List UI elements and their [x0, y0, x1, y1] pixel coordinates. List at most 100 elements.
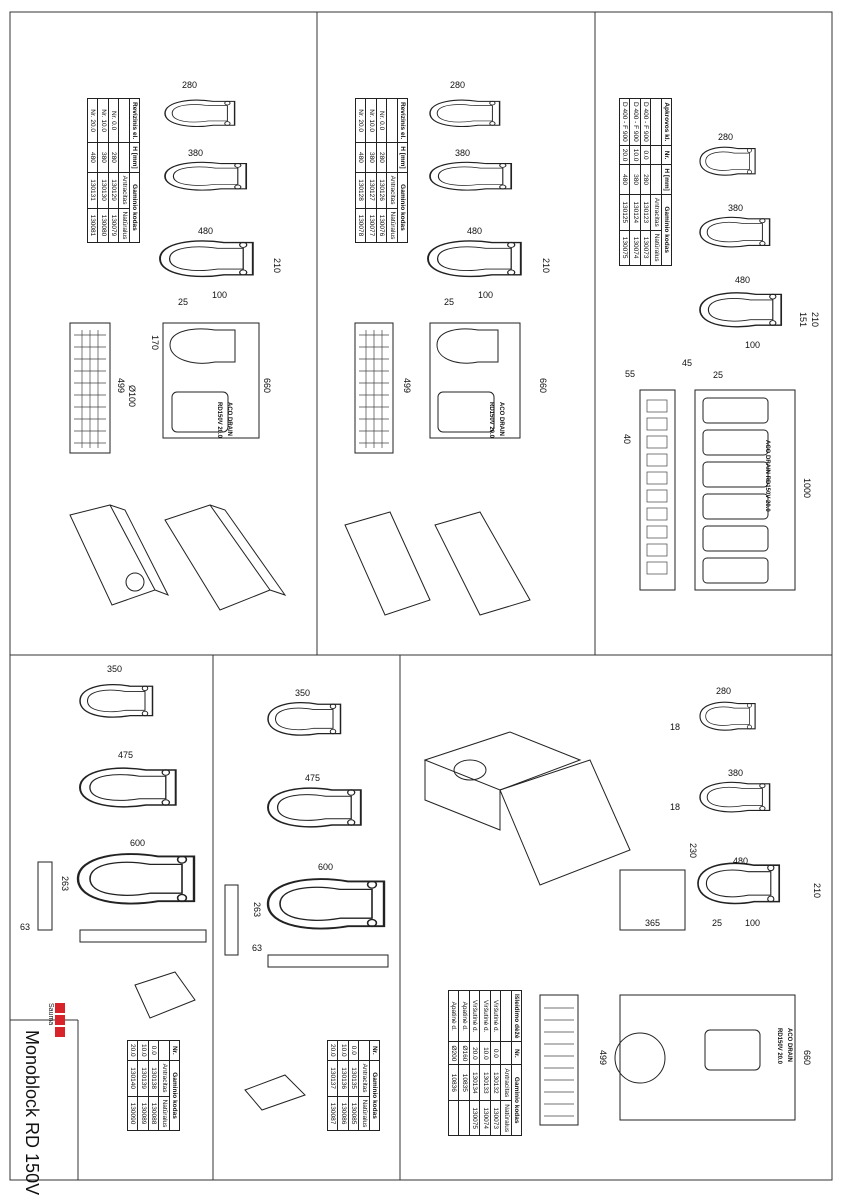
stamp-text: RD150V 20.0 — [216, 402, 222, 439]
table-cell: 130139 — [137, 1060, 149, 1097]
col-header: Nr. — [511, 1041, 522, 1065]
panel-bm-side — [224, 884, 389, 1111]
dim-label: 380 — [728, 203, 744, 213]
panel-br-spec-table: Išleidimo dėžė Nr. Gaminio kodas Antraci… — [448, 990, 522, 1136]
col-header: Gaminio kodas — [129, 172, 140, 243]
dim-label: 380 — [188, 148, 204, 158]
dim-label: Ø100 — [127, 385, 137, 408]
table-row: Viršutinė d. 20.0 130134 130075 — [469, 990, 480, 1136]
table-cell: 130073 — [490, 1100, 501, 1136]
table-cell: 130074 — [629, 230, 641, 266]
stamp-text: ACO DRAIN — [498, 402, 504, 436]
table-cell: 10.0 — [479, 1041, 491, 1065]
col-header: Gaminio kodas — [369, 1060, 380, 1131]
stamp-text: ACO DRAIN — [226, 402, 232, 436]
table-cell: 130125 — [619, 194, 630, 231]
panel-br-channel — [539, 994, 796, 1126]
dim-label: 151 — [798, 312, 808, 328]
dim-label: 210 — [541, 258, 551, 274]
table-cell: 20.0 — [469, 1041, 480, 1065]
table-row: 20.0 130137 130087 — [327, 1040, 338, 1131]
sub-header: Natūralus — [650, 230, 662, 266]
table-cell: 10.0 — [137, 1040, 149, 1061]
sub-header: Antracitas — [386, 172, 398, 209]
table-cell: 130074 — [479, 1100, 491, 1136]
col-header: H [mm] — [661, 164, 672, 195]
dim-label: 25 — [713, 370, 724, 380]
dim-label: 280 — [716, 686, 732, 696]
col-header: Revizinis el. — [129, 98, 140, 143]
dim-label: 63 — [252, 943, 263, 953]
table-cell: 130128 — [355, 172, 366, 209]
sub-header: Natūralus — [158, 1096, 170, 1131]
panel-tm-iso — [344, 511, 531, 616]
table-cell: 0.0 — [640, 145, 651, 165]
table-cell: 130134 — [469, 1064, 480, 1101]
col-header: Gaminio kodas — [397, 172, 408, 243]
table-cell: 20.0 — [619, 145, 630, 165]
table-cell: D 400 - F 900 — [629, 98, 641, 146]
table-cell: Nr. 20.0 — [355, 98, 366, 143]
dim-label: 100 — [745, 918, 761, 928]
dim-label: 380 — [455, 148, 471, 158]
dim-label: 480 — [735, 275, 751, 285]
table-cell — [458, 1100, 470, 1136]
sub-header: Antracitas — [158, 1060, 170, 1097]
panel-tl-spec-table: Revizinis el. H [mm] Gaminio kodas Antra… — [87, 98, 140, 243]
sub-header: Antracitas — [358, 1060, 370, 1097]
table-cell: 10835 — [458, 1064, 470, 1101]
dim-label: 480 — [467, 226, 483, 236]
dim-label: 499 — [402, 378, 412, 394]
table-row: 20.0 130140 130090 — [127, 1040, 138, 1131]
dim-label: 170 — [150, 335, 160, 351]
dim-label: 25 — [178, 297, 189, 307]
table-cell: 130080 — [97, 208, 109, 243]
panel-br-profiles — [697, 701, 781, 905]
table-cell: 130130 — [97, 172, 109, 209]
col-header: Gaminio kodas — [169, 1060, 180, 1131]
panel-tm-profiles — [427, 99, 522, 278]
table-row: Nr. 10.0 380 130130 130080 — [97, 98, 109, 243]
table-cell: 130140 — [127, 1060, 138, 1097]
dim-label: 480 — [198, 226, 214, 236]
dim-label: 380 — [728, 768, 744, 778]
table-cell: Viršutinė d. — [490, 990, 501, 1042]
dim-label: 499 — [598, 1050, 608, 1066]
panel-tr-profiles — [699, 146, 783, 328]
panel-tm-channel-top — [354, 322, 394, 454]
table-cell — [448, 1100, 459, 1136]
table-cell: 130086 — [337, 1096, 349, 1131]
stamp-text: ACO DRAIN — [786, 1028, 792, 1062]
table-row: Viršutinė d. 10.0 130133 130074 — [479, 990, 491, 1136]
table-row: 0.0 130138 130088 — [148, 1040, 159, 1131]
col-header: H [mm] — [129, 142, 140, 173]
table-cell: Nr. 0.0 — [376, 98, 387, 143]
table-cell: Apatinė d. — [458, 990, 470, 1042]
table-row: D 400 - F 900 0.0 280 130123 130073 — [640, 98, 651, 266]
table-cell: 130087 — [327, 1096, 338, 1131]
table-cell: Viršutinė d. — [479, 990, 491, 1042]
table-cell: 130138 — [148, 1060, 159, 1097]
table-cell: 130124 — [629, 194, 641, 231]
table-cell: 130131 — [87, 172, 98, 209]
stamp-text: RD150V 20.0 — [488, 402, 494, 439]
dim-label: 1000 — [802, 478, 812, 499]
table-cell: Viršutinė d. — [469, 990, 480, 1042]
table-cell: 130085 — [348, 1096, 359, 1131]
dim-label: 480 — [733, 856, 749, 866]
table-cell: 380 — [97, 142, 109, 173]
table-cell: 0.0 — [490, 1041, 501, 1065]
sub-header: Antracitas — [500, 1064, 512, 1101]
table-cell: 130076 — [376, 208, 387, 243]
stamp-text: ACO DRAIN RD150V 20.0 — [764, 440, 770, 512]
table-row: 10.0 130139 130089 — [137, 1040, 149, 1131]
table-cell: 130090 — [127, 1096, 138, 1131]
table-cell: 130088 — [148, 1096, 159, 1131]
table-cell: 130079 — [108, 208, 119, 243]
dim-label: 25 — [712, 918, 723, 928]
table-row: 0.0 130135 130085 — [348, 1040, 359, 1131]
table-row: 10.0 130136 130086 — [337, 1040, 349, 1131]
sauma-logo — [55, 1003, 65, 1037]
dim-label: 263 — [252, 902, 262, 918]
